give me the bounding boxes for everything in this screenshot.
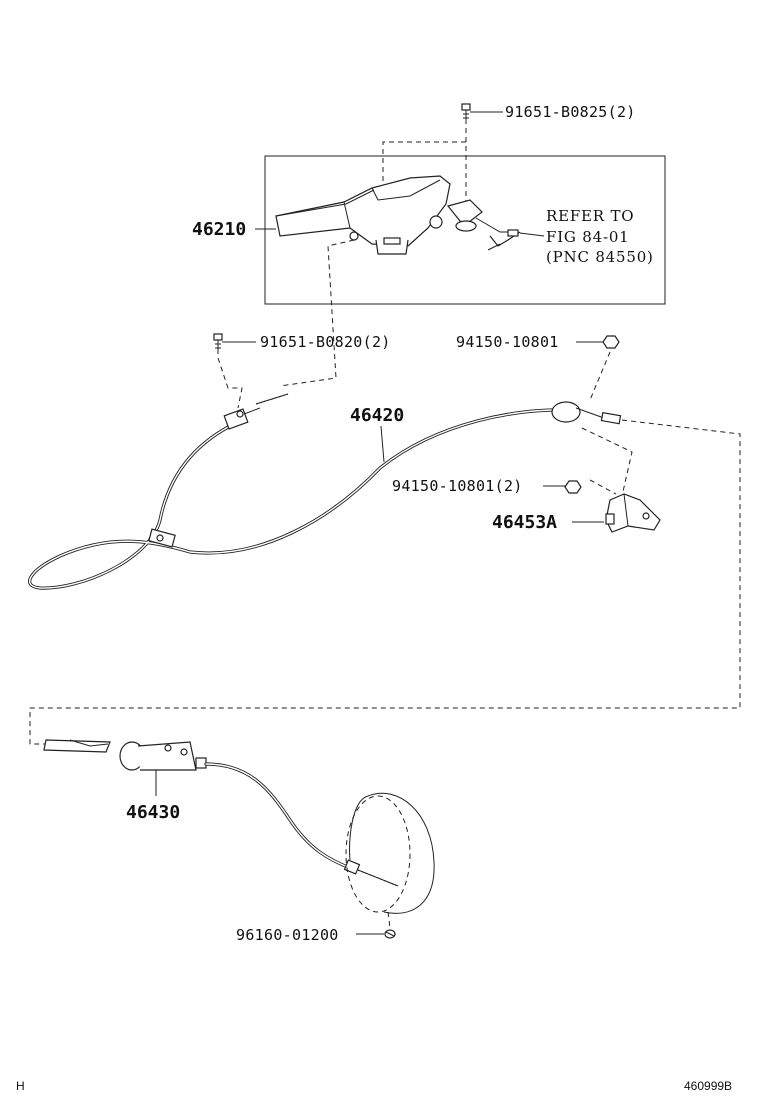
- brake-drum-reference: [345, 792, 435, 914]
- label-nut-94150-10801-2[interactable]: 94150-10801(2): [392, 477, 523, 495]
- label-bolt-91651-b0825[interactable]: 91651-B0825(2): [505, 103, 636, 121]
- corner-code-left: H: [16, 1079, 25, 1093]
- label-lever-46210[interactable]: 46210: [192, 219, 246, 240]
- bolt-91651-b0820[interactable]: [213, 333, 256, 354]
- label-refer-fig: FIG 84-01: [546, 228, 630, 246]
- label-cable-46420[interactable]: 46420: [350, 405, 404, 426]
- clip-96160-01200[interactable]: [384, 929, 396, 939]
- label-clip-96160-01200[interactable]: 96160-01200: [236, 926, 339, 944]
- nut-94150-10801[interactable]: [602, 335, 620, 349]
- label-nut-94150-10801[interactable]: 94150-10801: [456, 333, 559, 351]
- parking-brake-lever[interactable]: [275, 175, 521, 255]
- front-cable-46420[interactable]: [28, 393, 622, 590]
- label-refer-to: REFER TO: [546, 207, 634, 225]
- label-cable-46430[interactable]: 46430: [126, 802, 180, 823]
- figure-code: 460999B: [684, 1079, 732, 1093]
- lever-assembly-box: [264, 155, 666, 305]
- bracket-46453a[interactable]: [605, 493, 661, 533]
- bolt-91651-b0825[interactable]: [461, 103, 503, 124]
- nut-94150-10801-2[interactable]: [564, 480, 582, 494]
- label-bolt-91651-b0820[interactable]: 91651-B0820(2): [260, 333, 391, 351]
- label-bracket-46453a[interactable]: 46453A: [492, 512, 557, 533]
- label-refer-pnc: (PNC 84550): [546, 248, 654, 266]
- rear-cable-46430[interactable]: [43, 739, 399, 887]
